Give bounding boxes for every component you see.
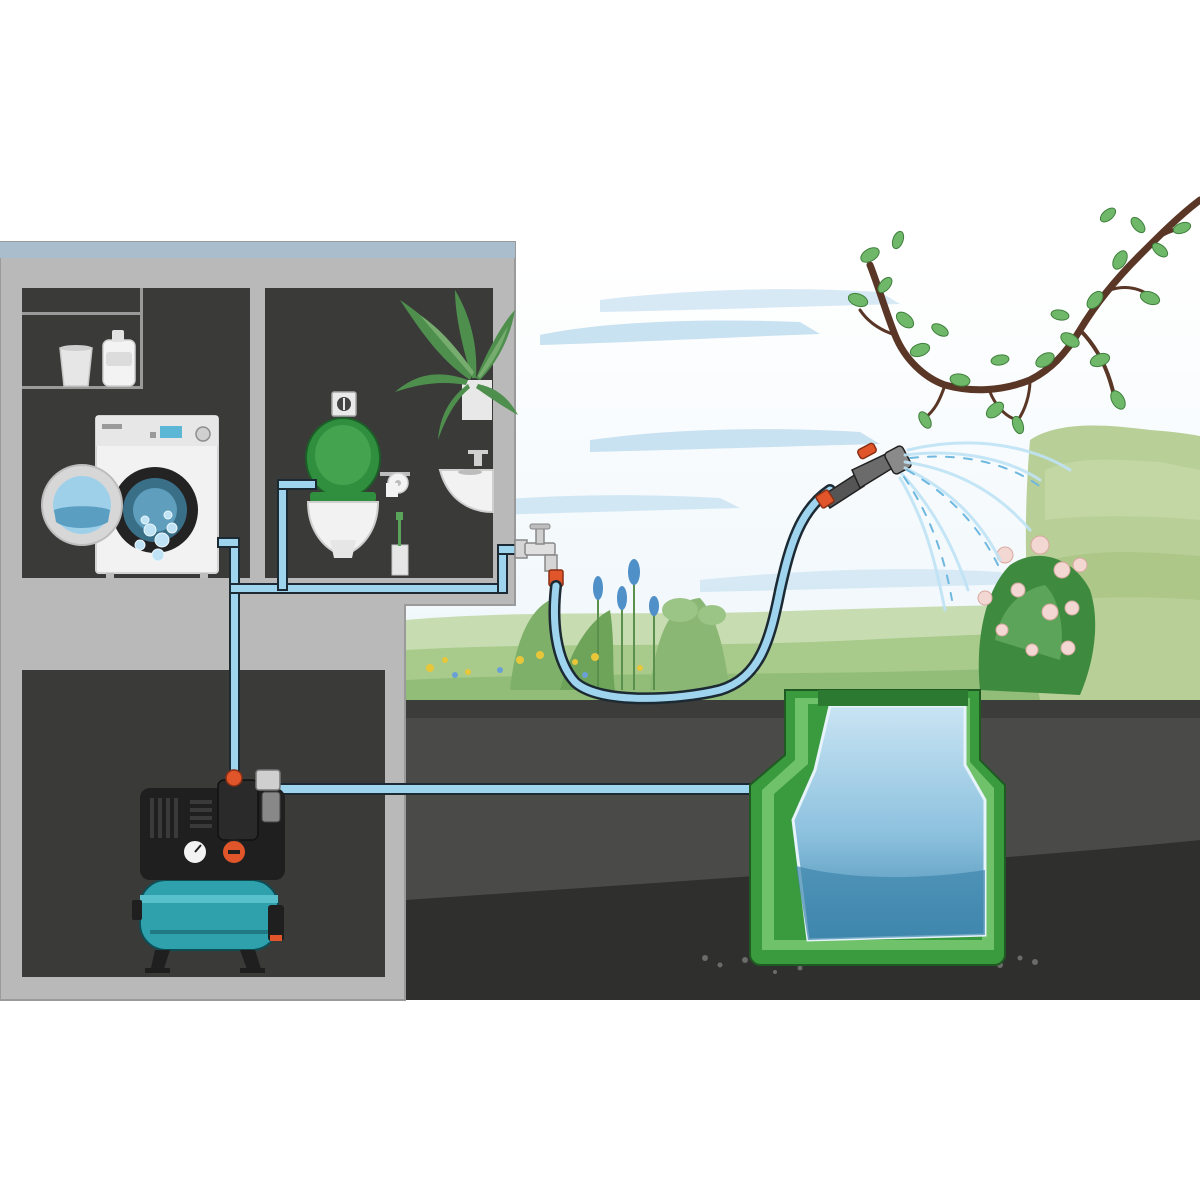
house-pipe-network bbox=[217, 479, 757, 795]
potted-fern-icon bbox=[395, 290, 518, 440]
toilet-paper-icon bbox=[380, 472, 410, 497]
shelf bbox=[22, 288, 143, 389]
rainwater-tank-icon bbox=[749, 689, 1006, 966]
detergent-bottle-icon bbox=[102, 330, 136, 387]
domestic-waterworks-pump-icon[interactable] bbox=[132, 769, 285, 973]
pressure-gauge-icon bbox=[182, 839, 247, 865]
garden-background bbox=[405, 196, 1200, 700]
wash-basin-icon[interactable] bbox=[438, 450, 494, 514]
water-spray bbox=[898, 441, 1072, 612]
bathroom bbox=[265, 288, 493, 578]
toilet-icon[interactable] bbox=[305, 417, 381, 558]
water-spray-accent bbox=[903, 455, 1043, 601]
tree-branch-icon bbox=[847, 196, 1200, 435]
flush-button-icon[interactable] bbox=[331, 391, 357, 417]
garden-flowers-icon bbox=[426, 559, 730, 690]
toilet-brush-icon bbox=[391, 512, 409, 576]
washing-machine-icon[interactable] bbox=[41, 415, 219, 578]
bucket-icon bbox=[59, 345, 93, 387]
outdoor-tap-icon[interactable] bbox=[514, 523, 564, 587]
garden-hose-icon[interactable] bbox=[548, 484, 836, 705]
